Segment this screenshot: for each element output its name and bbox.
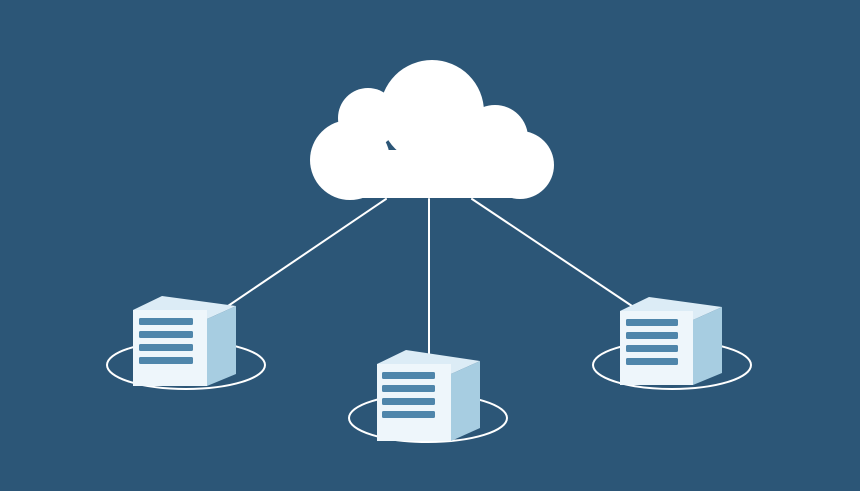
server-icon bbox=[377, 350, 480, 441]
connector-right bbox=[471, 198, 633, 307]
connectors bbox=[227, 198, 633, 357]
connector-left bbox=[227, 198, 387, 307]
server-node-right bbox=[592, 297, 752, 390]
server-icon bbox=[133, 296, 236, 386]
server-node-left bbox=[106, 296, 266, 390]
server-node-center bbox=[348, 350, 508, 443]
server-icon bbox=[620, 297, 722, 385]
cloud-icon bbox=[310, 60, 554, 200]
